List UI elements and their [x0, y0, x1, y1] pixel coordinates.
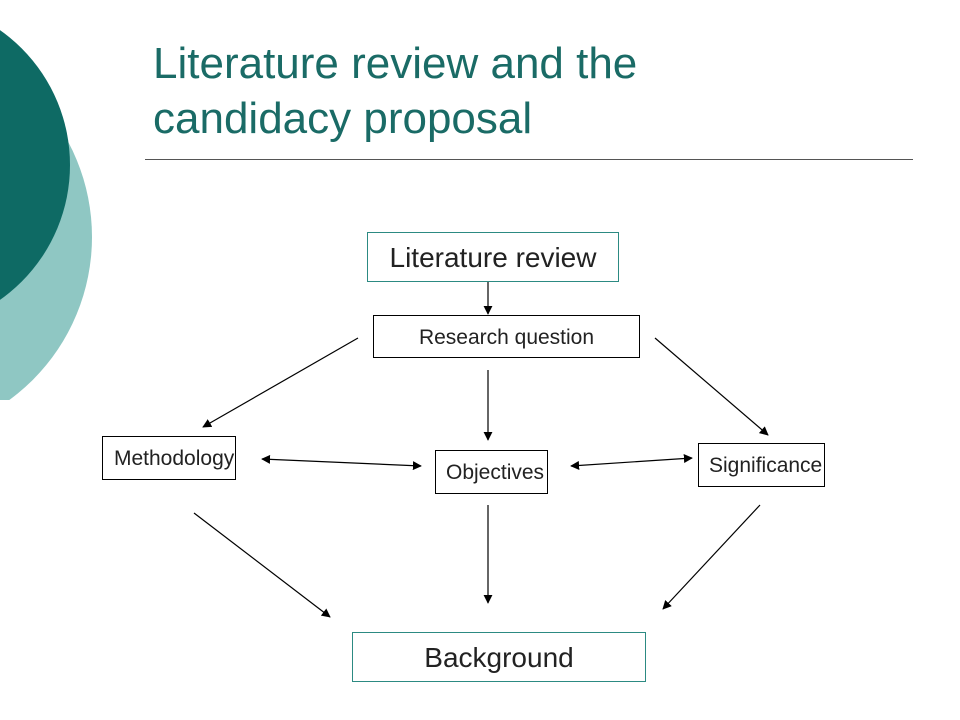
literature-review-node: Literature review: [367, 232, 619, 282]
arrow-significance-to-background: [662, 504, 761, 610]
methodology-node: Methodology: [102, 436, 236, 480]
arrow-question-to-methodology: [202, 337, 359, 428]
arrow-methodology-to-background: [193, 512, 331, 618]
background-node: Background: [352, 632, 646, 682]
arrow-question-to-significance: [654, 337, 769, 436]
decorative-circles: [0, 30, 92, 400]
slide-title: Literature review and the candidacy prop…: [153, 36, 893, 146]
research-question-node: Research question: [373, 315, 640, 358]
slide-title-line-1: Literature review and the: [153, 39, 638, 88]
significance-node: Significance: [698, 443, 825, 487]
title-divider: [145, 159, 913, 160]
slide-title-line-2: candidacy proposal: [153, 94, 533, 143]
objectives-node: Objectives: [435, 450, 548, 494]
arrow-objectives-significance: [570, 454, 693, 470]
arrow-methodology-objectives: [261, 454, 422, 471]
